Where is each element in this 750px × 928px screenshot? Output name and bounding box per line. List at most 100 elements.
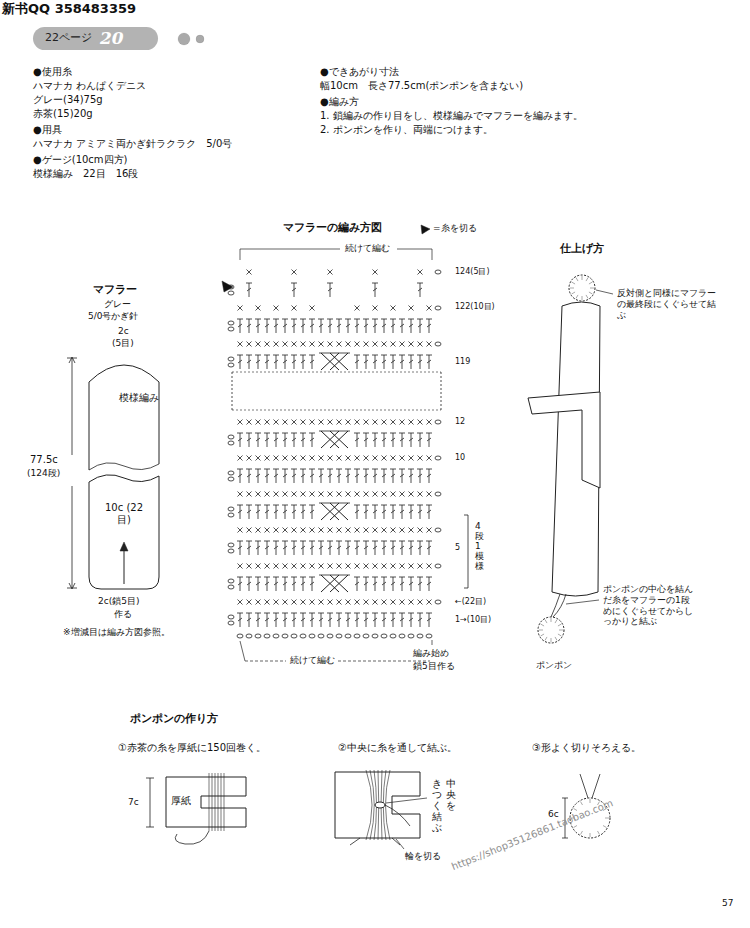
repeat-bracket [464,588,468,589]
stitch-stroke [408,541,414,542]
stitch-stroke [355,510,359,513]
cardboard [166,777,246,827]
stitch-stroke [400,324,404,327]
stitch-stroke [355,420,360,425]
stitch-stroke [300,613,306,614]
tie-string [385,805,410,826]
leader-line [432,640,433,645]
dimension: 2c [118,326,129,337]
spec-text: 2. ポンポンを作り、両端につけます。 [320,124,493,136]
note: ※増減目は編み方図参照。 [63,627,170,638]
stitch-stroke [300,541,306,542]
stitch-stroke [237,355,243,356]
stitch-stroke [256,360,260,363]
cable-stroke [321,575,339,592]
stitch-stroke [418,420,423,425]
stitch-stroke [319,600,324,605]
row-number: 5 [455,543,460,553]
stitch-stroke [319,456,324,461]
stitch-stroke [238,492,243,497]
direction-arrow [120,542,128,551]
stitch-stroke [390,613,396,614]
stitch-stroke [373,456,378,461]
stitch-stroke [265,342,270,347]
chain-stitch [345,634,351,638]
stitch-stroke [274,306,279,311]
stitch-stroke [400,360,404,363]
cable-stroke [321,503,339,520]
tab-dot [178,33,190,45]
stitch-stroke [310,306,315,311]
pompom-fiber [545,620,547,623]
stitch-stroke [291,469,297,470]
stitch-stroke [246,505,252,506]
stitch-stroke [337,474,341,477]
stitch-stroke [418,456,423,461]
stitch-stroke [328,270,333,275]
stitch-stroke [328,324,332,327]
stitch-stroke [283,510,287,513]
stitch-stroke [346,342,351,347]
stitch-stroke [346,618,350,621]
cable-stroke [330,431,348,448]
callout-text: 中央を [446,778,456,811]
stitch-stroke [265,492,270,497]
stitch-stroke [418,270,423,275]
chain-stitch [336,634,342,638]
stitch-stroke [400,564,405,569]
stitch-stroke [391,528,396,533]
stitch-stroke [291,541,297,542]
leader-line [596,290,613,294]
chart-note: 続けて編む [290,655,335,666]
stitch-stroke [319,492,324,497]
stitch-stroke [274,582,278,585]
stitch-stroke [301,420,306,425]
stitch-stroke [364,420,369,425]
stitch-stroke [238,474,242,477]
stitch-stroke [400,342,405,347]
stitch-stroke [238,420,243,425]
stitch-stroke [400,420,405,425]
spec-text: 模様編み 22目 16段 [33,168,138,180]
stitch-stroke [373,456,378,461]
stitch-stroke [391,438,395,441]
stitch-stroke [399,577,405,578]
stitch-stroke [391,600,396,605]
stitch-stroke [363,613,369,614]
stitch-stroke [337,492,342,497]
stitch-stroke [400,474,404,477]
stitch-stroke [417,541,423,542]
stitch-stroke [256,306,261,311]
stitch-stroke [409,492,414,497]
stitch-stroke [346,474,350,477]
pompom [538,617,564,643]
stitch-stroke [355,492,360,497]
stitch-stroke [418,492,423,497]
stitch-stroke [246,469,252,470]
stitch-stroke [355,528,360,533]
stitch-stroke [381,433,387,434]
stitch-stroke [373,360,377,363]
stitch-stroke [355,528,360,533]
stitch-stroke [418,492,423,497]
chain-stitch [228,507,234,511]
stitch-stroke [328,618,332,621]
chain-stitch [246,634,252,638]
tie-string [551,594,560,617]
stitch-stroke [364,492,369,497]
leader-line [566,600,599,604]
stitch-stroke [292,528,297,533]
stitch-stroke [292,438,296,441]
stitch-stroke [346,420,351,425]
stitch-stroke [265,456,270,461]
stitch-stroke [328,474,332,477]
stitch-stroke [238,456,243,461]
stitch-stroke [373,306,378,311]
stitch-stroke [373,474,377,477]
stitch-stroke [310,492,315,497]
stitch-stroke [274,528,279,533]
stitch-stroke [265,564,270,569]
stitch-stroke [409,474,413,477]
stitch-stroke [364,600,369,605]
stitch-stroke [364,456,369,461]
